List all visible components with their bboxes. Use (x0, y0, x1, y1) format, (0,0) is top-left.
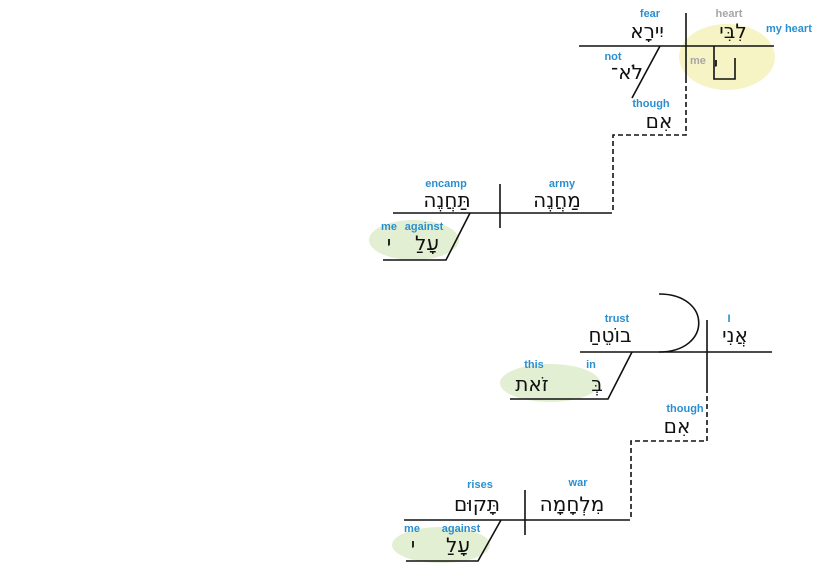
me-gloss-3: me (404, 523, 420, 535)
fear-hebrew: יִירָא (630, 19, 664, 43)
trust-gloss: trust (604, 313, 630, 325)
heart-hebrew: לִבִּי (719, 19, 747, 43)
heart-gloss: heart (715, 8, 743, 20)
in-this-highlight (500, 364, 600, 402)
me-suffix-hebrew-1: י (713, 52, 719, 76)
heart-highlight (679, 24, 775, 90)
me-suffix-hebrew-2: י (386, 231, 392, 255)
not-hebrew: לֹא־ (611, 60, 643, 84)
in-gloss: in (586, 359, 596, 371)
heart-suffix-line (713, 46, 736, 80)
this-gloss: this (524, 359, 544, 371)
though-gloss-2: though (666, 403, 704, 415)
against-gloss-2: against (441, 523, 481, 535)
army-gloss: army (548, 178, 576, 190)
this-hebrew: זֹאת (515, 372, 549, 396)
though-hebrew-1: אִם (645, 109, 673, 133)
trust-hebrew: בוֹטֵחַ (588, 323, 632, 347)
me-gloss-1: me (690, 55, 706, 67)
me-suffix-hebrew-3: י (410, 533, 416, 557)
against-hebrew-1: עָלַ (414, 231, 440, 255)
against-hebrew-2: עָלַ (445, 533, 471, 557)
rises-gloss: rises (467, 479, 493, 491)
army-hebrew: מַחֲנֶה (533, 188, 581, 212)
against-prep-line-2 (406, 519, 502, 562)
against-prep-line-1 (383, 212, 471, 261)
me-gloss-2: me (381, 221, 397, 233)
i-gloss: I (727, 313, 731, 325)
i-hebrew: אֲנִי (722, 323, 748, 347)
rises-hebrew: תָּקוּם (453, 492, 501, 516)
in-prep-line (510, 351, 633, 400)
fear-gloss: fear (639, 8, 661, 20)
encamp-hebrew: תַּחֲנֶה (423, 188, 471, 212)
trust-verb-bracket (658, 293, 700, 353)
not-gloss: not (604, 51, 622, 63)
against-gloss-1: against (404, 221, 444, 233)
against-me-highlight-1 (369, 220, 459, 260)
not-modifier-line (631, 45, 661, 99)
encamp-gloss: encamp (425, 178, 467, 190)
in-hebrew: בְּ (591, 372, 603, 396)
war-gloss: war (568, 477, 588, 489)
though-hebrew-2: אִם (663, 414, 691, 438)
against-me-highlight-2 (392, 527, 490, 563)
though-gloss-1: though (632, 98, 670, 110)
war-hebrew: מִלְחָמָה (539, 492, 605, 516)
though-connector-1 (612, 78, 687, 212)
though-connector-2 (630, 388, 708, 519)
my-heart-gloss: my heart (766, 23, 812, 35)
